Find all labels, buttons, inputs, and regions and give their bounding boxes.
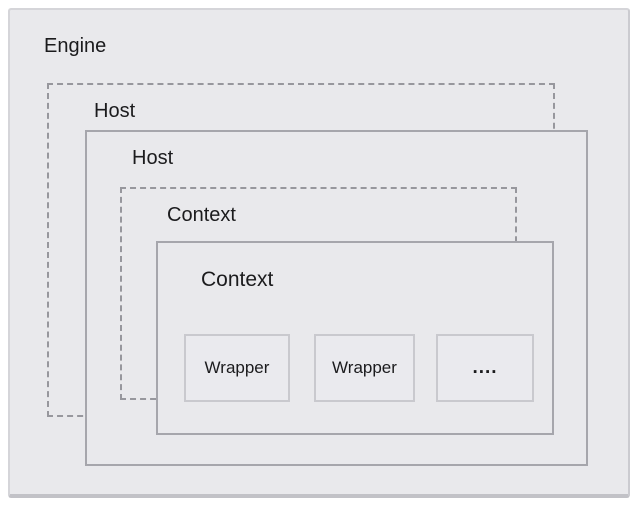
wrapper-box-2: Wrapper: [314, 334, 415, 402]
host-outer-label: Host: [94, 100, 136, 122]
engine-label: Engine: [44, 35, 107, 57]
wrapper-box-1: Wrapper: [184, 334, 290, 402]
context-outer-label: Context: [167, 204, 236, 226]
wrapper-box-more: ....: [436, 334, 534, 402]
context-inner-box: Context Wrapper Wrapper ....: [156, 241, 554, 435]
host-inner-label: Host: [132, 147, 174, 169]
context-inner-label: Context: [201, 268, 274, 291]
